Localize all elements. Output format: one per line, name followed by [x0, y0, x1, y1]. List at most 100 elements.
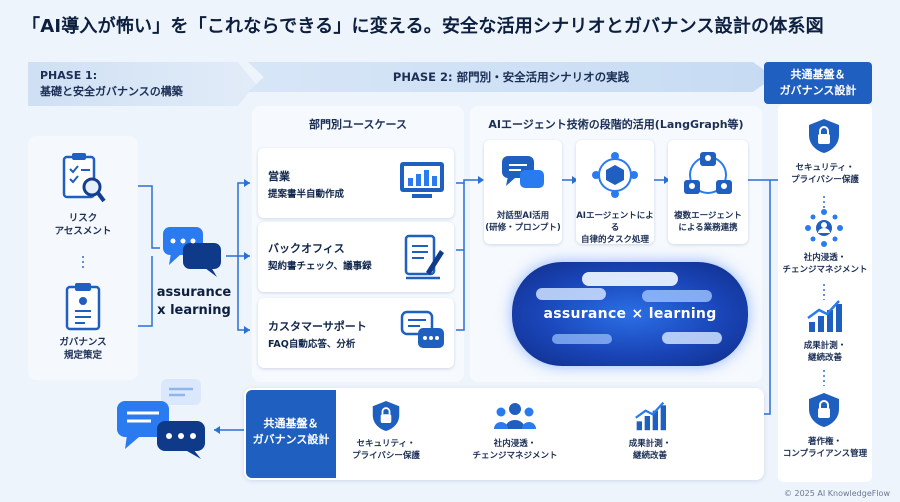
- connector-sales: [226, 182, 250, 257]
- agent-step-multi-line2: による業務連携: [678, 223, 738, 233]
- common-foundation-header: 共通基盤＆ ガバナンス設計: [764, 62, 872, 104]
- common-foundation-line2: ガバナンス設計: [779, 84, 857, 97]
- document-pen-icon: [402, 232, 446, 286]
- arrow-sales: [244, 179, 250, 187]
- network-cube-icon: [590, 150, 640, 204]
- right-change-label: 社内浸透・ チェンジマネジメント: [778, 252, 872, 276]
- dept-card-sales[interactable]: 営業 提案書半自動作成: [258, 148, 454, 218]
- phase1-label: PHASE 1:: [40, 69, 98, 82]
- agent-step-autonomous-label: AIエージェントによる 自律的タスク処理: [576, 210, 654, 246]
- dept-sub-sales: 提案書半自動作成: [268, 189, 345, 200]
- bottom-security-line2: プライバシー保護: [352, 451, 420, 461]
- agent-step-autonomous-line2: 自律的タスク処理: [580, 235, 649, 245]
- bottom-change-line1: 社内浸透・: [493, 439, 537, 449]
- copyright-footer: © 2025 AI KnowledgeFlow: [783, 489, 890, 498]
- phase2-banner: PHASE 2: 部門別・安全活用シナリオの実践: [248, 62, 774, 92]
- right-security-line2: プライバシー保護: [791, 175, 859, 185]
- agent-step-autonomous-line1: AIエージェントによる: [576, 211, 654, 233]
- right-compliance-label: 著作権・ コンプライアンス管理: [778, 436, 872, 460]
- common-foundation-line1: 共通基盤＆: [790, 68, 846, 81]
- bottom-measure-label: 成果計測・ 継続改善: [604, 438, 696, 462]
- clipboard-icon: [60, 280, 106, 332]
- agent-step-chat-line2: (研修・プロンプト): [485, 223, 561, 233]
- dept-card-backoffice-text: バックオフィス 契約書チェック、議事録: [268, 240, 372, 272]
- agent-step-chat-line1: 対話型AI活用: [496, 211, 550, 221]
- agent-heading: AIエージェント技術の段階的活用(LangGraph等): [488, 118, 744, 131]
- connector-right-down: [764, 180, 771, 415]
- page-title: 「AI導入が怖い」を「これならできる」に変える。安全な活用シナリオとガバナンス設…: [22, 16, 824, 37]
- risk-line2: アセスメント: [54, 226, 112, 237]
- gov-line1: ガバナンス: [59, 337, 107, 348]
- agent-step-multi[interactable]: 複数エージェント による業務連携: [668, 140, 748, 244]
- phase1-title: 基礎と安全ガバナンスの構築: [40, 85, 183, 98]
- governance-rules-label: ガバナンス 規定策定: [34, 336, 132, 362]
- right-measure-label: 成果計測・ 継続改善: [778, 340, 872, 364]
- right-measure-line1: 成果計測・: [803, 341, 847, 351]
- multi-agent-icon: [682, 150, 734, 204]
- pill-text: assurance × learning: [543, 306, 717, 322]
- checklist-search-icon: [58, 150, 108, 206]
- brand-line2: x learning: [157, 303, 231, 318]
- chat-bubbles-icon: [160, 222, 226, 280]
- phase1-banner: PHASE 1: 基礎と安全ガバナンスの構築: [28, 62, 256, 106]
- shield-lock-icon: [804, 116, 844, 156]
- bottom-security-label: セキュリティ・ プライバシー保護: [336, 438, 436, 462]
- dept-card-support-text: カスタマーサポート FAQ自動応答、分析: [268, 318, 367, 350]
- bottom-growth-icon: [630, 398, 670, 434]
- risk-assessment-label: リスク アセスメント: [34, 212, 132, 238]
- dept-title-support: カスタマーサポート: [268, 320, 367, 333]
- dept-card-support[interactable]: カスタマーサポート FAQ自動応答、分析: [258, 298, 454, 368]
- people-network-icon: [804, 208, 844, 248]
- dept-sub-backoffice: 契約書チェック、議事録: [268, 261, 372, 272]
- chat-ai-icon: [500, 154, 546, 198]
- arrow-support: [244, 326, 250, 334]
- arrow-step3: [664, 176, 670, 184]
- connector-risk: [138, 185, 160, 249]
- bottom-change-label: 社内浸透・ チェンジマネジメント: [462, 438, 568, 462]
- agent-step-multi-label: 複数エージェント による業務連携: [668, 210, 748, 234]
- bottom-change-line2: チェンジマネジメント: [472, 451, 558, 461]
- right-security-line1: セキュリティ・: [795, 163, 855, 173]
- gov-line2: 規定策定: [63, 350, 102, 361]
- dept-sub-support: FAQ自動応答、分析: [268, 339, 356, 350]
- bottom-security-line1: セキュリティ・: [356, 439, 416, 449]
- right-compliance-line2: コンプライアンス管理: [782, 449, 868, 459]
- dept-title-sales: 営業: [268, 170, 290, 183]
- dept-card-backoffice[interactable]: バックオフィス 契約書チェック、議事録: [258, 222, 454, 292]
- bottom-badge-line1: 共通基盤＆: [263, 417, 319, 430]
- right-compliance-line1: 著作権・: [807, 437, 842, 447]
- shield-lock-compliance-icon: [804, 390, 844, 430]
- right-measure-line2: 継続改善: [807, 353, 842, 363]
- arrow-backoffice: [244, 252, 250, 260]
- connector-agent: [456, 179, 478, 184]
- dept-heading: 部門別ユースケース: [309, 118, 407, 131]
- growth-chart-icon: [804, 296, 844, 336]
- agent-step-multi-line1: 複数エージェント: [674, 211, 742, 221]
- brand-text: assurance x learning: [148, 284, 240, 320]
- bottom-measure-line2: 継続改善: [632, 451, 667, 461]
- presentation-chart-icon: [398, 158, 446, 208]
- right-change-line2: チェンジマネジメント: [782, 265, 868, 275]
- arrow-step2: [572, 176, 578, 184]
- risk-line1: リスク: [68, 213, 98, 224]
- arrow-agent: [478, 176, 484, 184]
- large-chat-bubbles-icon: [112, 376, 212, 462]
- agent-step-chat[interactable]: 対話型AI活用 (研修・プロンプト): [484, 140, 562, 244]
- right-change-line1: 社内浸透・: [803, 253, 847, 263]
- pill-decor: [536, 272, 722, 344]
- right-security-label: セキュリティ・ プライバシー保護: [778, 162, 872, 186]
- agent-step-autonomous[interactable]: AIエージェントによる 自律的タスク処理: [576, 140, 654, 246]
- chat-support-icon: [400, 308, 446, 358]
- brand-line1: assurance: [156, 285, 232, 300]
- agent-step-chat-label: 対話型AI活用 (研修・プロンプト): [484, 210, 562, 234]
- bottom-team-icon: [494, 400, 536, 432]
- arrow-bottom-left: [214, 426, 220, 434]
- bottom-shield-icon: [368, 398, 404, 434]
- dept-title-backoffice: バックオフィス: [268, 242, 345, 255]
- bottom-badge-line2: ガバナンス設計: [252, 433, 330, 446]
- dept-card-sales-text: 営業 提案書半自動作成: [268, 168, 344, 200]
- connector-dept-join: [456, 183, 465, 331]
- bottom-measure-line1: 成果計測・: [628, 439, 672, 449]
- connector-gov: [138, 256, 153, 327]
- bottom-governance-badge: 共通基盤＆ ガバナンス設計: [246, 390, 336, 478]
